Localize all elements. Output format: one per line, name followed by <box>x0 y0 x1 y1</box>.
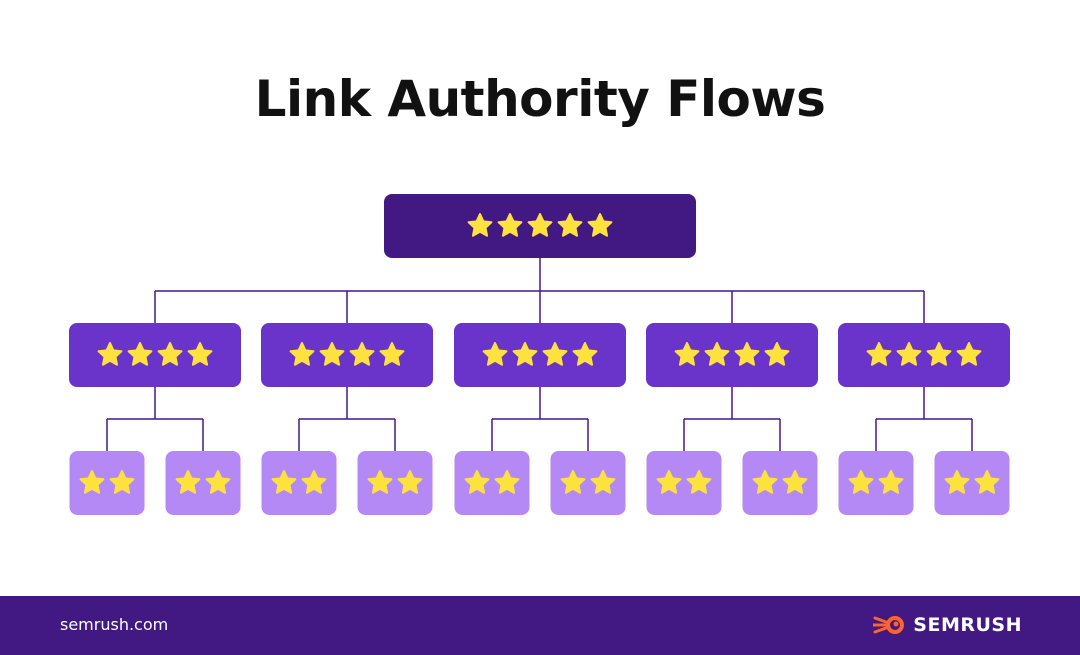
star-icon <box>734 342 760 366</box>
level2-page-node-box <box>838 451 914 515</box>
star-icon <box>497 213 523 237</box>
star-icon <box>656 470 682 494</box>
star-icon <box>464 470 490 494</box>
level1-page-node-box <box>69 323 241 387</box>
page-title: Link Authority Flows <box>254 70 826 128</box>
star-icon <box>557 213 583 237</box>
star-icon <box>205 470 231 494</box>
star-icon <box>686 470 712 494</box>
level2-page-node <box>261 451 337 515</box>
star-icon <box>590 470 616 494</box>
star-icon <box>572 342 598 366</box>
level2-page-node-box <box>165 451 241 515</box>
star-icon <box>587 213 613 237</box>
level1-page-node <box>838 323 1010 387</box>
connector-lines <box>106 258 973 451</box>
tree-nodes <box>69 194 1010 515</box>
star-icon <box>109 470 135 494</box>
star-icon <box>896 342 922 366</box>
star-icon <box>127 342 153 366</box>
level1-page-node-box <box>646 323 818 387</box>
star-icon <box>367 470 393 494</box>
star-icon <box>764 342 790 366</box>
star-icon <box>512 342 538 366</box>
star-icon <box>956 342 982 366</box>
star-icon <box>944 470 970 494</box>
root-page-node <box>384 194 696 258</box>
star-icon <box>527 213 553 237</box>
level2-page-node-box <box>69 451 145 515</box>
star-icon <box>974 470 1000 494</box>
level2-page-node <box>357 451 433 515</box>
star-icon <box>560 470 586 494</box>
level1-page-node <box>261 323 433 387</box>
star-icon <box>319 342 345 366</box>
level2-page-node-box <box>357 451 433 515</box>
brand-name: SEMRUSH <box>913 614 1022 636</box>
star-icon <box>542 342 568 366</box>
level2-page-node <box>646 451 722 515</box>
footer-bar: semrush.com SEMRUSH <box>0 596 1080 655</box>
level2-page-node-box <box>454 451 530 515</box>
star-icon <box>301 470 327 494</box>
level2-page-node <box>550 451 626 515</box>
brand-logo: SEMRUSH <box>873 610 1022 640</box>
star-icon <box>494 470 520 494</box>
level1-page-node-box <box>261 323 433 387</box>
star-icon <box>878 470 904 494</box>
star-icon <box>782 470 808 494</box>
star-icon <box>175 470 201 494</box>
star-icon <box>97 342 123 366</box>
level1-page-node <box>646 323 818 387</box>
level2-page-node <box>454 451 530 515</box>
star-icon <box>289 342 315 366</box>
star-icon <box>349 342 375 366</box>
level1-page-node-box <box>838 323 1010 387</box>
star-icon <box>157 342 183 366</box>
star-icon <box>79 470 105 494</box>
star-icon <box>271 470 297 494</box>
star-icon <box>467 213 493 237</box>
level2-page-node <box>69 451 145 515</box>
star-icon <box>866 342 892 366</box>
star-icon <box>926 342 952 366</box>
level2-page-node-box <box>261 451 337 515</box>
level1-page-node <box>454 323 626 387</box>
level2-page-node <box>165 451 241 515</box>
level2-page-node-box <box>646 451 722 515</box>
link-authority-tree-diagram <box>69 194 1010 515</box>
level1-page-node <box>69 323 241 387</box>
level2-page-node <box>742 451 818 515</box>
level2-page-node-box <box>742 451 818 515</box>
level1-page-node-box <box>454 323 626 387</box>
level2-page-node-box <box>550 451 626 515</box>
level2-page-node-box <box>934 451 1010 515</box>
level2-page-node <box>934 451 1010 515</box>
star-icon <box>674 342 700 366</box>
star-icon <box>848 470 874 494</box>
level2-page-node <box>838 451 914 515</box>
star-icon <box>704 342 730 366</box>
footer-site-link[interactable]: semrush.com <box>60 615 169 634</box>
star-icon <box>482 342 508 366</box>
star-icon <box>379 342 405 366</box>
star-icon <box>397 470 423 494</box>
semrush-logo-icon <box>873 616 905 634</box>
star-icon <box>752 470 778 494</box>
star-icon <box>187 342 213 366</box>
